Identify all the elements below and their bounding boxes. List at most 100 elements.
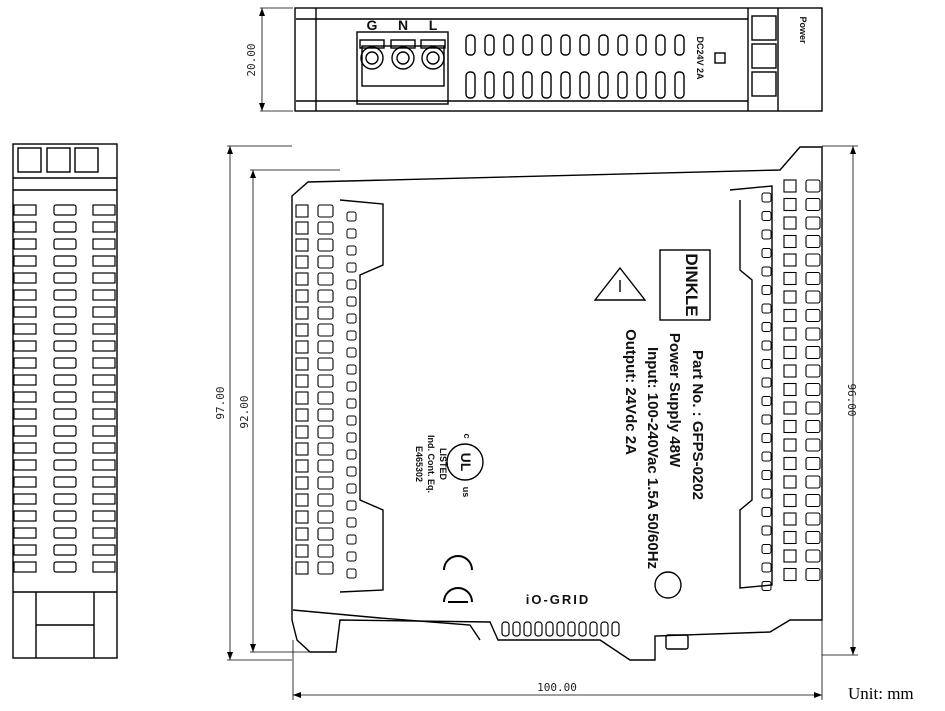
front-left-rail [339, 199, 384, 593]
vent-hole [346, 398, 357, 409]
vent-hole [346, 228, 357, 239]
front-slot [783, 549, 797, 563]
unit-label: Unit: mm [848, 684, 914, 703]
vent-hole [761, 544, 772, 554]
side-slot [53, 204, 77, 216]
front-slot [805, 401, 821, 415]
front-slot [783, 197, 797, 212]
front-slot [317, 340, 334, 354]
vent-hole [346, 534, 357, 545]
terminal-clamp [359, 39, 385, 49]
side-view [12, 143, 118, 659]
vent-hole [761, 377, 772, 388]
dim-text-97: 97.00 [214, 386, 227, 419]
front-slot [295, 306, 309, 320]
vent-slot [579, 71, 590, 99]
din-clip [665, 634, 689, 650]
side-slot [53, 408, 77, 420]
status-window [751, 71, 777, 97]
front-slot [805, 419, 821, 434]
vent-slot [655, 71, 666, 99]
front-slot [317, 510, 334, 524]
front-slot [805, 345, 821, 360]
front-slot [805, 493, 821, 508]
vent-hole [761, 303, 772, 314]
vent-slot [503, 71, 514, 99]
vent-hole [346, 347, 357, 358]
side-slot [53, 442, 77, 454]
front-slot [805, 382, 821, 397]
side-slot [13, 323, 37, 335]
front-slot [295, 544, 309, 558]
ventilation-slots-front [295, 179, 821, 582]
side-slot [13, 510, 37, 522]
product-name-text: Power Supply 48W [666, 333, 683, 468]
front-right-rail [729, 185, 773, 589]
front-slot [295, 289, 309, 303]
vent-slot [655, 34, 666, 56]
bottom-fin [567, 621, 576, 637]
bottom-fin [600, 621, 609, 637]
side-slot [13, 374, 37, 386]
front-slot [783, 456, 797, 471]
side-slot [53, 340, 77, 352]
side-slot [53, 561, 77, 573]
vent-hole [346, 381, 357, 392]
front-slot [805, 216, 821, 230]
front-slot [295, 255, 309, 269]
front-slot [805, 549, 821, 563]
front-slot [805, 438, 821, 452]
output-rating-text: Output: 24Vdc 2A [622, 329, 639, 455]
side-slot [13, 442, 37, 454]
terminal-screw [360, 46, 384, 70]
front-slot [805, 530, 821, 545]
side-slot [92, 255, 116, 267]
vent-hole [346, 551, 357, 562]
side-slot [53, 323, 77, 335]
output-rating-label: DC24V 2A [695, 36, 705, 80]
vent-hole [346, 330, 357, 341]
side-slot [13, 493, 37, 505]
terminal-screw [421, 46, 445, 70]
vent-slot [560, 71, 571, 99]
vent-slot [636, 34, 647, 56]
vent-hole [346, 211, 357, 222]
terminal-letter-n: N [398, 17, 408, 33]
front-slot [295, 493, 309, 507]
terminal-screw-inner [396, 51, 410, 65]
side-slot [53, 221, 77, 233]
vent-hole [761, 359, 772, 369]
bottom-fin [611, 621, 620, 637]
vent-slot [541, 34, 552, 56]
front-slot [295, 442, 309, 456]
side-slot [92, 289, 116, 301]
dim-text-100: 100.00 [537, 681, 577, 694]
front-slot [295, 408, 309, 422]
bottom-fins [501, 621, 620, 637]
vent-hole [761, 451, 772, 462]
front-slot [783, 530, 797, 545]
side-slot [53, 357, 77, 369]
bottom-fin [545, 621, 554, 637]
side-slot [92, 272, 116, 284]
vent-slot [503, 34, 514, 56]
vent-hole [761, 581, 772, 591]
bottom-fin [534, 621, 543, 637]
front-slot [805, 253, 821, 267]
svg-text:UL: UL [458, 453, 474, 472]
vent-slot [522, 34, 533, 56]
front-slot [783, 216, 797, 230]
side-slot [13, 238, 37, 250]
front-view-outline [291, 146, 823, 661]
terminal-block [356, 31, 449, 105]
ventilation-slots-side [13, 204, 116, 573]
side-slot [92, 476, 116, 488]
side-view-outline [12, 143, 118, 659]
vent-hole [761, 322, 772, 332]
vent-slot [636, 71, 647, 99]
side-slot [13, 391, 37, 403]
vent-hole [761, 562, 772, 573]
front-slot [783, 401, 797, 415]
front-slot [805, 327, 821, 341]
